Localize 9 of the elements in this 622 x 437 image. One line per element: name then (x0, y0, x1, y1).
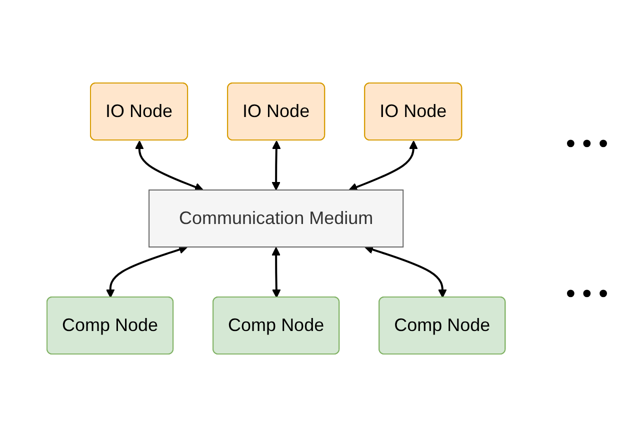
node-box: Communication Medium (148, 190, 404, 248)
arrow (348, 140, 418, 192)
arrow (272, 140, 281, 190)
arrow (106, 245, 188, 298)
arrow (364, 245, 447, 298)
arrow (134, 140, 204, 192)
ellipsis-text: • • • (566, 128, 608, 159)
arrow (272, 247, 281, 298)
ellipsis-text: • • • (566, 278, 608, 309)
